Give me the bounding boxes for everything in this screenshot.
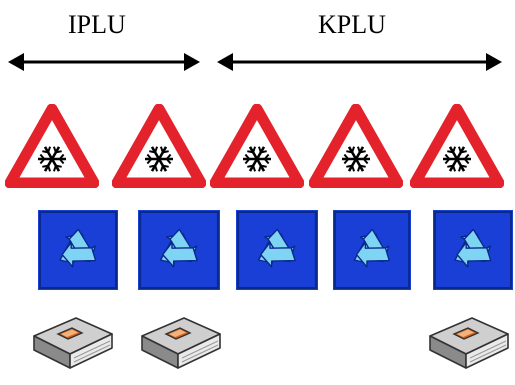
label-kplu: KPLU bbox=[318, 10, 386, 39]
recycle-icon bbox=[433, 210, 513, 290]
snow-warning-icon bbox=[308, 103, 404, 189]
recycle-icon bbox=[138, 210, 220, 290]
snow-warning-icon bbox=[409, 103, 505, 189]
snow-warning-icon bbox=[4, 103, 100, 189]
book-icon bbox=[28, 312, 116, 372]
book-icon bbox=[424, 312, 512, 372]
snow-warning-icon bbox=[209, 103, 305, 189]
label-iplu: IPLU bbox=[68, 10, 126, 39]
kplu-double-arrow bbox=[217, 53, 502, 71]
recycle-icon bbox=[333, 210, 411, 290]
book-icon bbox=[136, 312, 224, 372]
snow-warning-icon bbox=[111, 103, 207, 189]
recycle-icon bbox=[236, 210, 318, 290]
iplu-double-arrow bbox=[8, 53, 200, 71]
recycle-icon bbox=[38, 210, 118, 290]
